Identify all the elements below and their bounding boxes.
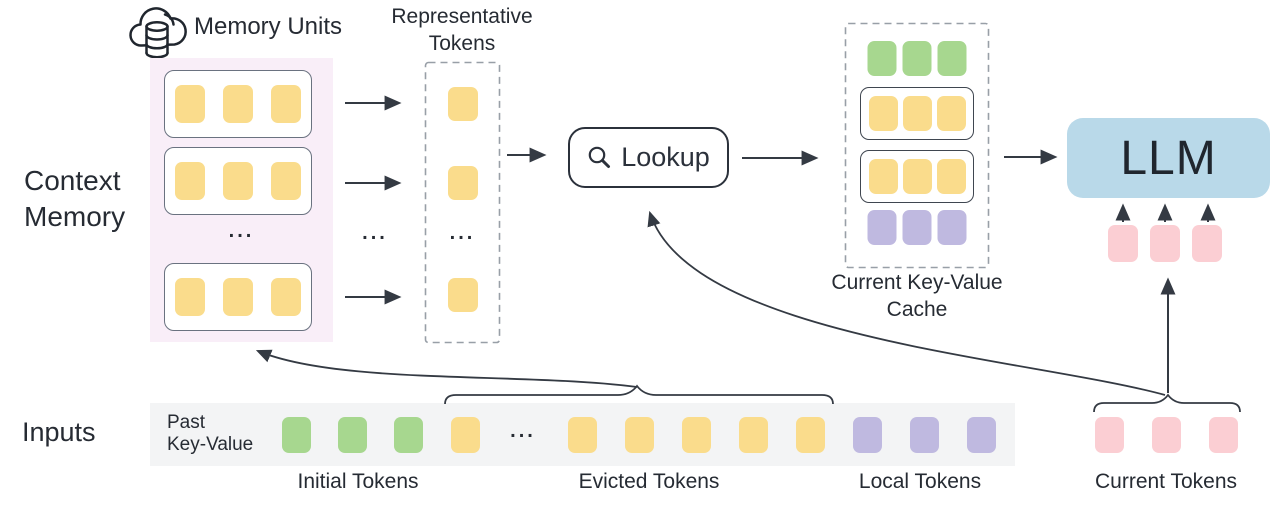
memory-unit-1 — [164, 70, 312, 138]
cache-yellow-tokens-2 — [868, 159, 966, 194]
representative-label-line1: Representative — [391, 5, 533, 28]
yellow-token — [625, 417, 654, 453]
initial-tokens-group — [282, 417, 423, 453]
llm-box: LLM — [1067, 118, 1270, 198]
yellow-token — [682, 417, 711, 453]
green-token — [902, 41, 932, 76]
inputs-bar: Past Key-Value ... — [150, 403, 1015, 466]
yellow-token — [271, 278, 301, 316]
yellow-token — [447, 87, 478, 121]
memory-unit-1-tokens — [175, 85, 301, 123]
yellow-token — [447, 278, 478, 312]
purple-token — [937, 210, 967, 245]
pink-token — [1209, 417, 1238, 453]
current-tokens-label: Current Tokens — [1094, 470, 1238, 493]
yellow-token — [223, 85, 253, 123]
kv-cache-label: Current Key-Value Cache — [831, 269, 1002, 323]
yellow-token — [868, 96, 898, 131]
memory-unit-3-tokens — [175, 278, 301, 316]
yellow-token — [175, 162, 205, 200]
kv-cache-label-line2: Cache — [886, 298, 948, 321]
arrows-ellipsis: ... — [362, 222, 388, 244]
kv-cache-box — [845, 23, 989, 268]
local-tokens-label: Local Tokens — [858, 470, 982, 493]
llm-input-tokens — [1108, 225, 1222, 262]
initial-tokens-label: Initial Tokens — [297, 470, 419, 493]
pink-token — [1095, 417, 1124, 453]
kv-cache-label-line1: Current Key-Value — [831, 271, 1003, 294]
purple-token — [967, 417, 996, 453]
arrow-evicted-to-context-memory — [255, 349, 638, 388]
memory-unit-2-tokens — [175, 162, 301, 200]
yellow-token — [451, 417, 480, 453]
yellow-token — [796, 417, 825, 453]
past-kv-line1: Past — [167, 412, 206, 433]
llm-label: LLM — [1120, 131, 1217, 185]
pink-token — [1108, 225, 1138, 262]
evicted-tokens-brace — [444, 384, 834, 405]
purple-token — [910, 417, 939, 453]
memory-unit-3 — [164, 263, 312, 331]
purple-token — [902, 210, 932, 245]
pink-token — [1150, 225, 1180, 262]
evicted-ellipsis: ... — [510, 420, 536, 442]
green-token — [282, 417, 311, 453]
yellow-token — [271, 162, 301, 200]
yellow-token — [936, 159, 966, 194]
green-token — [338, 417, 367, 453]
representative-label-line2: Tokens — [428, 32, 496, 55]
search-icon — [588, 146, 611, 168]
representative-tokens-label: Representative Tokens — [391, 3, 532, 57]
yellow-token — [271, 85, 301, 123]
pink-token — [1152, 417, 1181, 453]
cache-initial-row — [867, 41, 967, 76]
context-memory-panel: ... — [150, 58, 333, 342]
yellow-token — [447, 166, 478, 200]
yellow-token — [223, 278, 253, 316]
yellow-token — [568, 417, 597, 453]
context-label-line1: Context — [24, 165, 121, 196]
purple-token — [867, 210, 897, 245]
past-key-value-label: Past Key-Value — [167, 412, 253, 456]
cache-memory-unit-row-2 — [860, 150, 974, 203]
yellow-token — [868, 159, 898, 194]
memory-unit-2 — [164, 147, 312, 215]
yellow-token — [175, 85, 205, 123]
cache-yellow-tokens-1 — [868, 96, 966, 131]
cache-local-row — [867, 210, 967, 245]
cache-memory-unit-row-1 — [860, 87, 974, 140]
lookup-label: Lookup — [621, 142, 710, 172]
memory-units-ellipsis: ... — [228, 220, 255, 242]
yellow-token — [223, 162, 253, 200]
past-kv-line2: Key-Value — [167, 434, 254, 455]
yellow-token — [175, 278, 205, 316]
database-icon — [146, 26, 168, 58]
evicted-tokens-label: Evicted Tokens — [578, 470, 720, 493]
yellow-token — [739, 417, 768, 453]
local-tokens-group — [853, 417, 996, 453]
memory-units-label: Memory Units — [194, 13, 343, 40]
representative-ellipsis: ... — [449, 222, 476, 244]
green-token — [867, 41, 897, 76]
green-token — [394, 417, 423, 453]
representative-tokens-box: ... — [425, 62, 500, 343]
lookup-button: Lookup — [568, 127, 729, 188]
pink-token — [1192, 225, 1222, 262]
memory-units-icon — [129, 7, 187, 59]
evicted-tokens-group — [568, 417, 825, 453]
current-tokens-brace — [1093, 393, 1241, 413]
yellow-token — [936, 96, 966, 131]
yellow-token — [902, 159, 932, 194]
green-token — [937, 41, 967, 76]
context-memory-label: Context Memory — [24, 163, 125, 235]
inputs-label: Inputs — [22, 417, 96, 447]
context-label-line2: Memory — [24, 201, 126, 232]
current-tokens-group — [1095, 417, 1238, 453]
purple-token — [853, 417, 882, 453]
yellow-token — [902, 96, 932, 131]
